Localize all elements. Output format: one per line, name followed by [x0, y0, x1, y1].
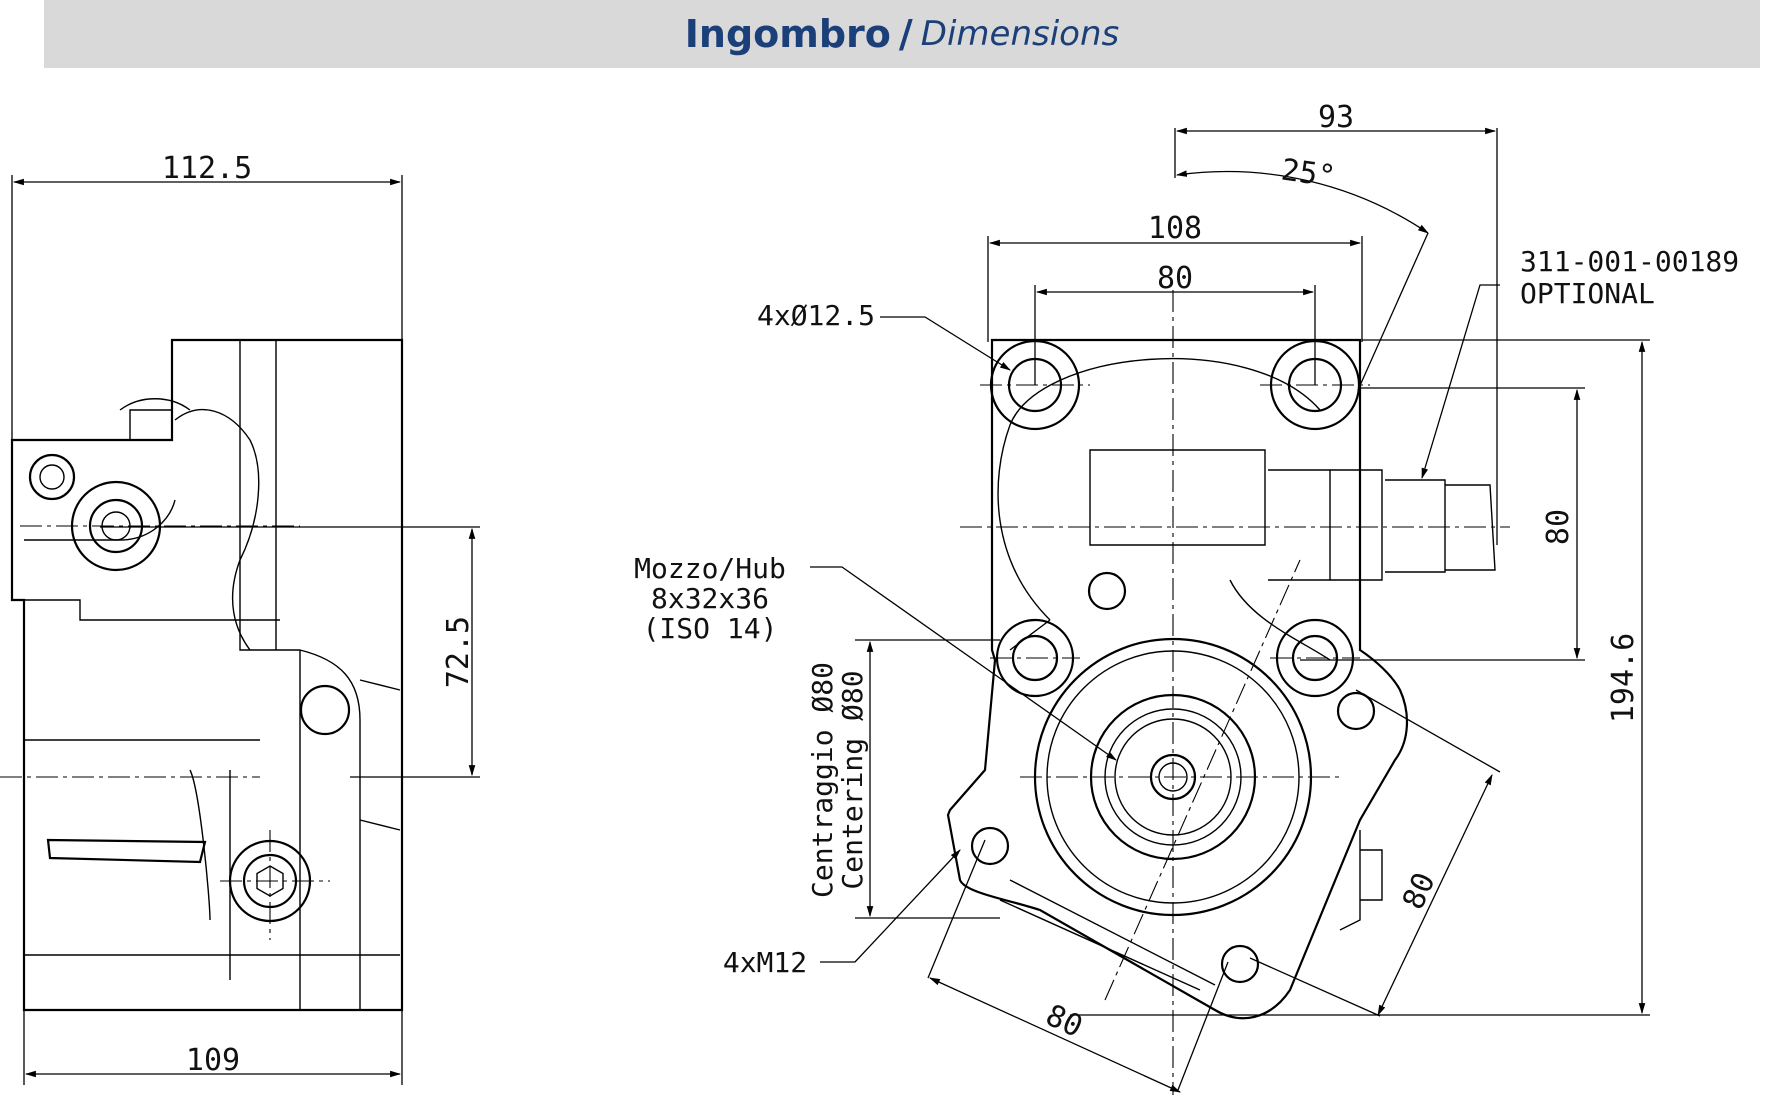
- label-hub-1: Mozzo/Hub: [634, 552, 786, 585]
- label-holes: 4xØ12.5: [757, 299, 875, 332]
- dim-80-right: 80: [1541, 509, 1576, 545]
- label-hub-3: (ISO 14): [643, 612, 778, 645]
- dim-80-diag-bottom: 80: [1040, 998, 1088, 1045]
- dim-112-5: 112.5: [162, 151, 252, 186]
- dim-angle-25: 25°: [1279, 152, 1338, 194]
- label-centering-it: Centraggio Ø80: [806, 662, 839, 898]
- dim-arc-25: [1175, 170, 1429, 234]
- label-m12: 4xM12: [723, 946, 807, 979]
- label-centering-en: Centering Ø80: [836, 670, 869, 889]
- dim-line-80-diag-bottom: [928, 977, 1182, 1093]
- front-view: 93 25° 108 80 80 194.6 80 80 4xØ12.5 311…: [634, 100, 1739, 1095]
- dim-80-diag-right: 80: [1396, 868, 1443, 915]
- header-separator: /: [898, 12, 913, 56]
- dim-72-5: 72.5: [441, 616, 476, 688]
- header-title: Ingombro: [684, 12, 891, 56]
- dim-line-80-diag-right: [1377, 774, 1493, 1016]
- label-optional: OPTIONAL: [1520, 277, 1655, 310]
- dim-108: 108: [1148, 211, 1202, 246]
- side-view: 112.5 109 72.5: [0, 151, 480, 1085]
- dim-80-top: 80: [1157, 261, 1193, 296]
- label-hub-2: 8x32x36: [651, 582, 769, 615]
- dim-109: 109: [186, 1043, 240, 1078]
- page-header: Ingombro / Dimensions: [44, 0, 1760, 68]
- label-optional-code: 311-001-00189: [1520, 245, 1739, 278]
- dim-194-6: 194.6: [1606, 633, 1641, 723]
- dim-93: 93: [1318, 100, 1354, 135]
- header-subtitle: Dimensions: [920, 14, 1120, 54]
